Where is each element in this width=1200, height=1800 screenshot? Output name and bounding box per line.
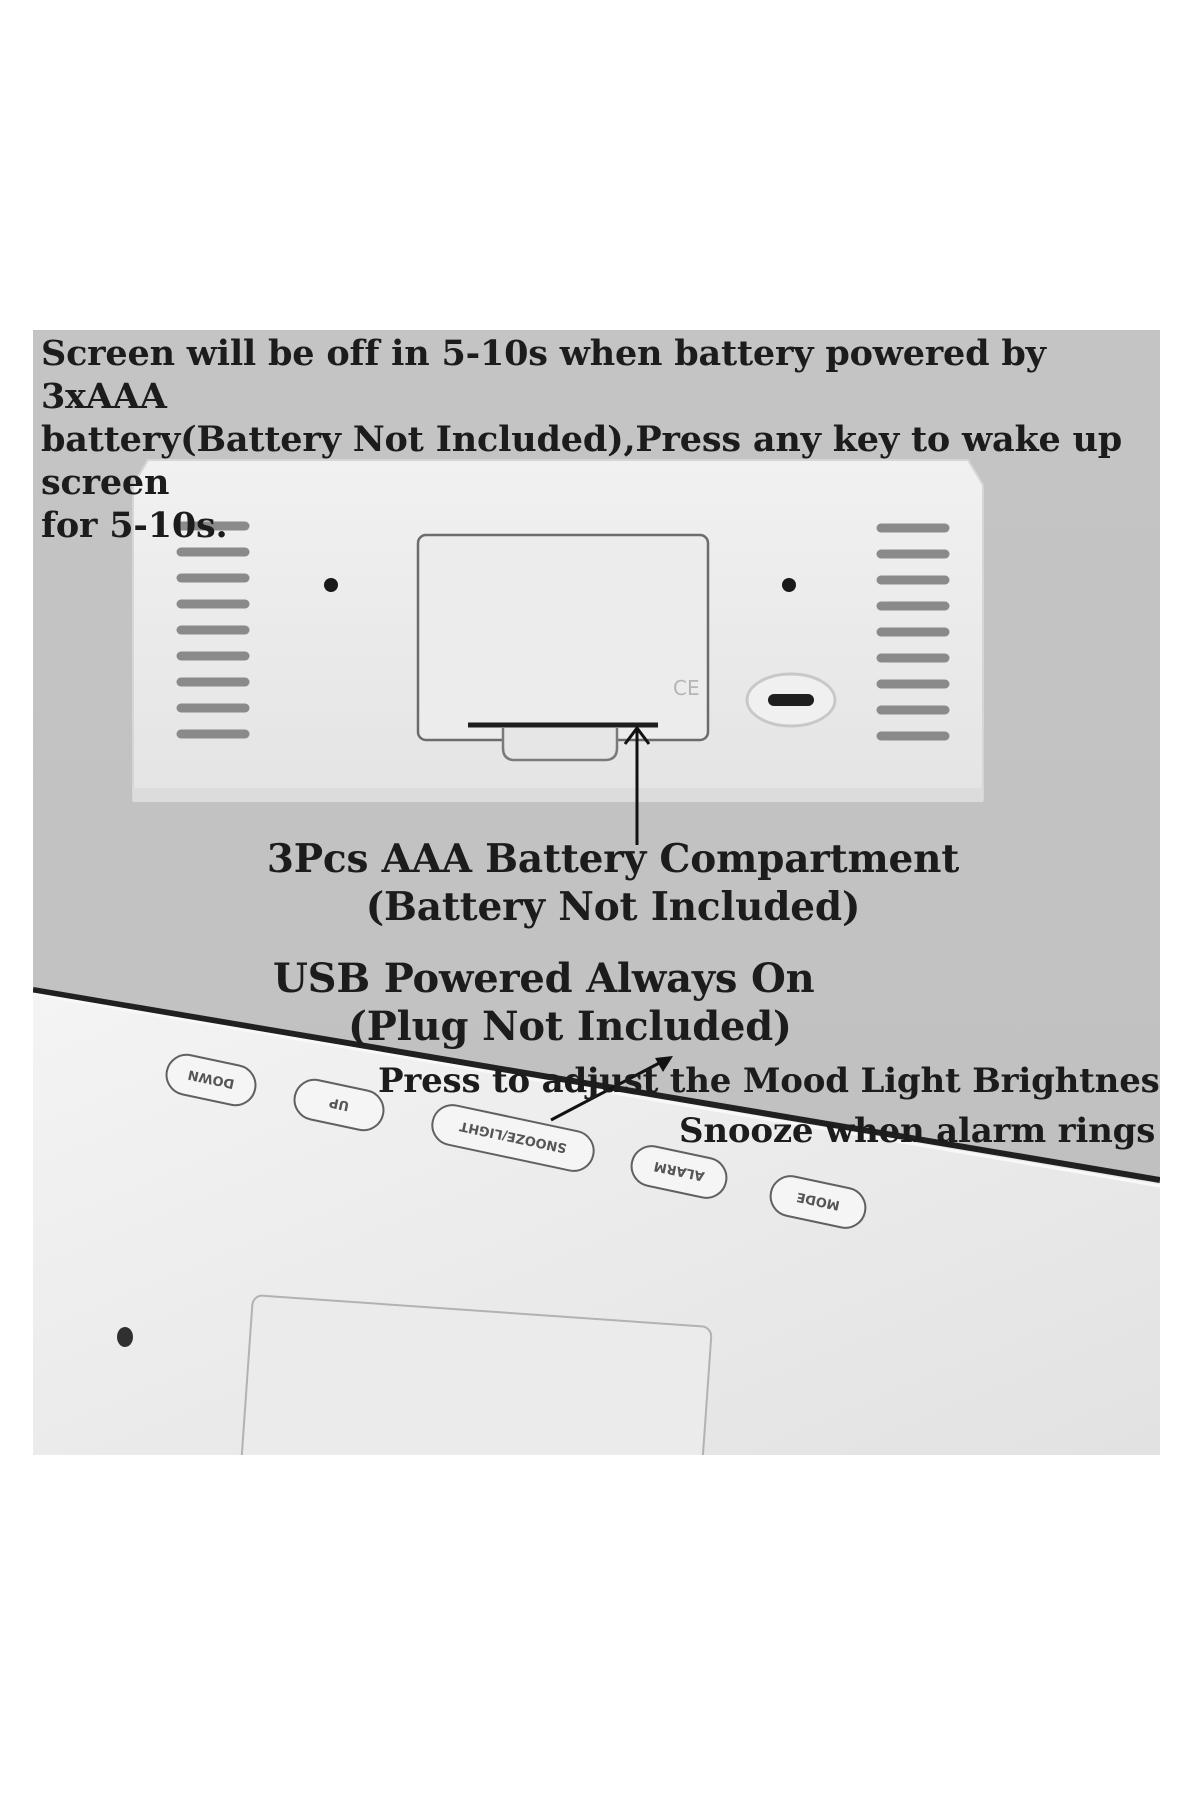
snooze-caption: Snooze when alarm rings — [679, 1111, 1156, 1151]
svg-text:UP: UP — [328, 1094, 351, 1113]
key-mode[interactable]: MODE — [767, 1172, 869, 1231]
product-photo: CE DOWN UP SNO — [33, 330, 1160, 1455]
usb-caption-line1: USB Powered Always On — [273, 955, 815, 1002]
battery-caption-line1: 3Pcs AAA Battery Compartment — [266, 836, 960, 882]
mood-light-caption: Press to adjust the Mood Light Brightnes… — [378, 1061, 1160, 1101]
right-vent-grille — [876, 523, 950, 741]
intro-line: for 5-10s. — [41, 505, 228, 546]
usb-port — [745, 672, 837, 728]
clock-illustration: CE DOWN UP SNO — [33, 459, 1160, 1455]
battery-caption: 3Pcs AAA Battery Compartment (Battery No… — [263, 835, 963, 931]
screw-hole-left — [324, 578, 338, 592]
key-up[interactable]: UP — [291, 1076, 387, 1134]
battery-caption-line2: (Battery Not Included) — [365, 884, 861, 930]
battery-compartment-cover: CE — [416, 533, 710, 762]
intro-line: Screen will be off in 5-10s when battery… — [41, 333, 1046, 417]
snooze-arrow — [550, 1056, 673, 1122]
screw-hole-right — [782, 578, 796, 592]
intro-line: battery(Battery Not Included),Press any … — [41, 419, 1123, 503]
battery-arrow — [623, 725, 651, 845]
key-alarm[interactable]: ALARM — [628, 1142, 730, 1201]
intro-text: Screen will be off in 5-10s when battery… — [41, 332, 1151, 547]
ce-mark: CE — [673, 676, 700, 700]
front-hole — [117, 1327, 133, 1347]
left-vent-grille — [176, 521, 250, 739]
usb-caption-line2: (Plug Not Included) — [348, 1003, 792, 1050]
key-down[interactable]: DOWN — [163, 1051, 259, 1109]
